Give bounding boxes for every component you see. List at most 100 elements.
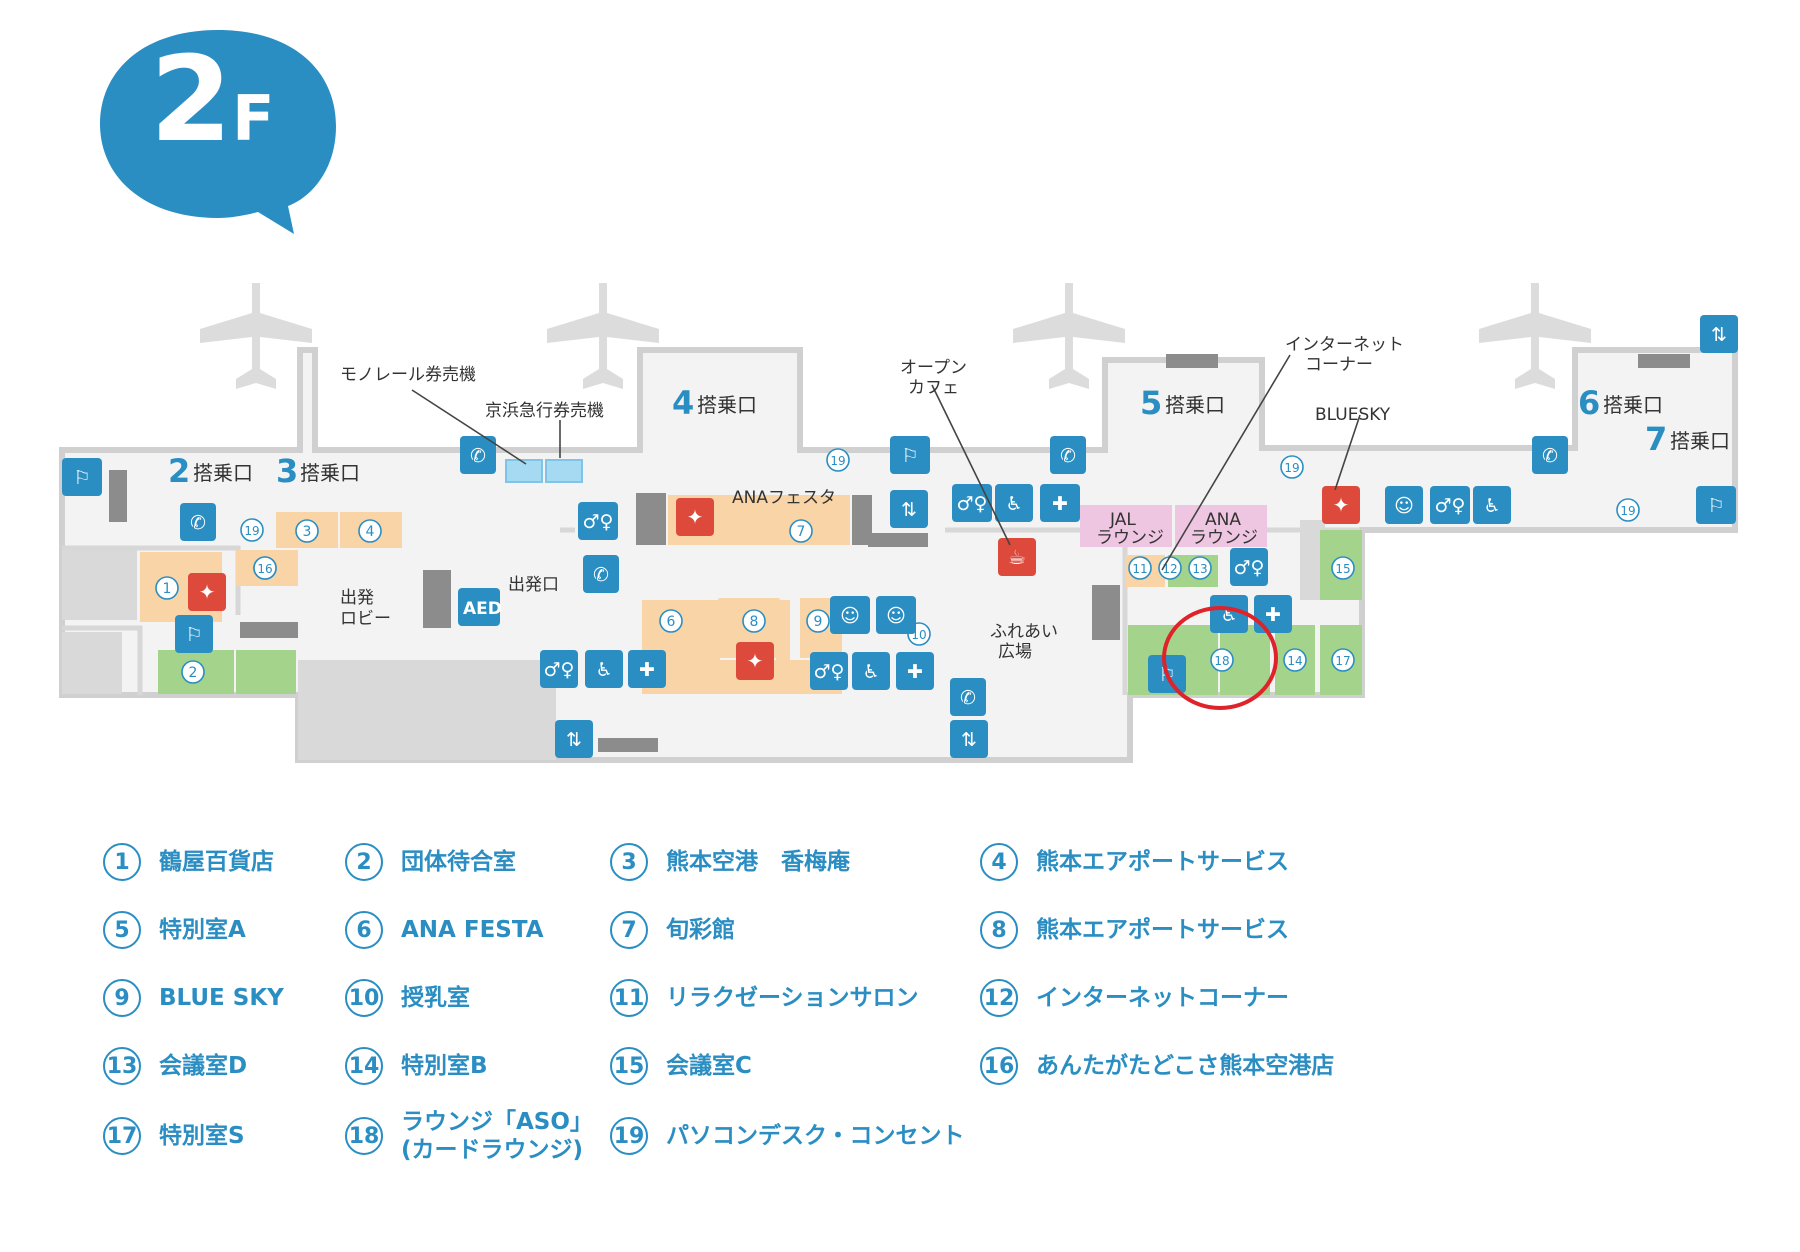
svg-text:6: 6 <box>667 614 676 630</box>
svg-text:♂♀: ♂♀ <box>814 661 845 683</box>
wheelchair-icon: ♿ <box>1473 486 1511 524</box>
map-number-marker: 19 <box>826 448 850 472</box>
keikyu-label: 京浜急行券売機 <box>485 401 604 421</box>
svg-text:1: 1 <box>163 581 172 597</box>
gray-area <box>62 550 137 620</box>
svg-text:✦: ✦ <box>199 580 216 604</box>
gate-2-label: 搭乗口 <box>193 461 253 485</box>
smoking-area-icon: ⚐ <box>890 436 930 474</box>
map-number-marker: 14 <box>1283 648 1307 672</box>
legend-number: 2 <box>345 843 383 881</box>
gate-3-number: 3 <box>276 452 298 490</box>
map-number-marker: 6 <box>659 609 683 633</box>
svg-text:14: 14 <box>1287 654 1302 668</box>
legend-text: 熊本エアポートサービス <box>1036 849 1289 875</box>
elevator-icon: ⇅ <box>950 720 988 758</box>
shop-icons: ✦✦✦☕✦ <box>188 486 1360 680</box>
legend-number: 17 <box>103 1117 141 1155</box>
phone-icon: ✆ <box>1050 436 1086 474</box>
legend-text: 特別室A <box>159 917 246 943</box>
svg-text:9: 9 <box>814 614 823 630</box>
map-number-marker: 18 <box>1210 648 1234 672</box>
svg-text:19: 19 <box>1284 461 1299 475</box>
svg-text:☺: ☺ <box>1394 495 1414 517</box>
baby-care-icon: ☺ <box>876 596 916 634</box>
map-number-marker: 12 <box>1158 556 1182 580</box>
svg-text:16: 16 <box>257 562 272 576</box>
legend-number: 6 <box>345 911 383 949</box>
departure-lobby-label-1: 出発 <box>340 588 374 608</box>
restroom-icon: ♂♀ <box>952 484 992 522</box>
facility-icons: ⚐✆⚐✆♂♀✆♂♀♿✚⇅☺☺♂♀♿✚✆⇅⚐⇅♂♀♿✚✆♂♀♿✚⚐✆☺♂♀♿⚐⇅ <box>62 315 1738 758</box>
nursing-room-icon: ✚ <box>628 650 666 688</box>
svg-text:♂♀: ♂♀ <box>544 659 575 681</box>
svg-text:19: 19 <box>1620 504 1635 518</box>
svg-text:♂♀: ♂♀ <box>957 493 988 515</box>
legend-number: 8 <box>980 911 1018 949</box>
shopping-bag-icon: ✦ <box>188 573 226 611</box>
svg-text:✆: ✆ <box>593 564 609 586</box>
svg-text:⚐: ⚐ <box>185 624 202 646</box>
restroom-icon: ♂♀ <box>1230 548 1268 586</box>
svg-text:4: 4 <box>366 524 375 540</box>
svg-text:15: 15 <box>1335 562 1350 576</box>
svg-text:17: 17 <box>1335 654 1350 668</box>
gray-area <box>298 660 556 760</box>
legend-text: 熊本空港 香梅庵 <box>666 849 850 875</box>
svg-text:13: 13 <box>1192 562 1207 576</box>
svg-text:⚐: ⚐ <box>73 467 90 489</box>
map-labels: モノレール券売機 京浜急行券売機 オープン カフェ インターネット コーナー B… <box>340 335 1404 662</box>
legend-number: 14 <box>345 1047 383 1085</box>
map-number-marker: 4 <box>358 519 382 543</box>
svg-text:✚: ✚ <box>1265 604 1281 626</box>
phone-icon: ✆ <box>583 555 619 593</box>
escalators <box>109 354 1690 752</box>
family-restroom-icon: ☺ <box>830 596 870 634</box>
legend-text: BLUE SKY <box>159 985 284 1011</box>
map-number-marker: 9 <box>806 609 830 633</box>
svg-text:✆: ✆ <box>470 445 486 467</box>
baby-care-icon: ☺ <box>1385 486 1423 524</box>
svg-text:☺: ☺ <box>840 605 860 627</box>
cafe-icon: ☕ <box>998 538 1036 576</box>
legend-text: 授乳室 <box>401 985 470 1011</box>
gate-5-label: 搭乗口 <box>1165 393 1225 417</box>
smoking-area-icon: ⚐ <box>1696 486 1736 524</box>
svg-text:3: 3 <box>303 524 312 540</box>
open-cafe-label-2: カフェ <box>908 378 959 398</box>
jal-lounge-label-2: ラウンジ <box>1096 528 1164 548</box>
open-cafe-label-1: オープン <box>900 358 967 378</box>
legend-text: パソコンデスク・コンセント <box>666 1123 965 1149</box>
departure-exit-label: 出発口 <box>508 575 559 595</box>
svg-text:♿: ♿ <box>1483 495 1500 517</box>
restroom-icon: ♂♀ <box>1430 486 1470 524</box>
nursing-room-icon: ✚ <box>896 652 934 690</box>
map-number-marker: 13 <box>1188 556 1212 580</box>
map-number-marker: 2 <box>181 660 205 684</box>
legend-text: インターネットコーナー <box>1036 985 1289 1011</box>
svg-text:✦: ✦ <box>747 649 764 673</box>
keikyu-ticket-machine <box>545 459 583 483</box>
ana-lounge-label-2: ラウンジ <box>1190 528 1258 548</box>
legend-text: 鶴屋百貨店 <box>159 849 274 875</box>
map-number-marker: 3 <box>295 519 319 543</box>
ana-lounge <box>1175 505 1267 547</box>
phone-icon: ✆ <box>460 436 496 474</box>
svg-text:19: 19 <box>830 454 845 468</box>
phone-icon: ✆ <box>180 503 216 541</box>
gate-5-number: 5 <box>1140 384 1162 422</box>
floor-label: 2F <box>150 30 275 168</box>
